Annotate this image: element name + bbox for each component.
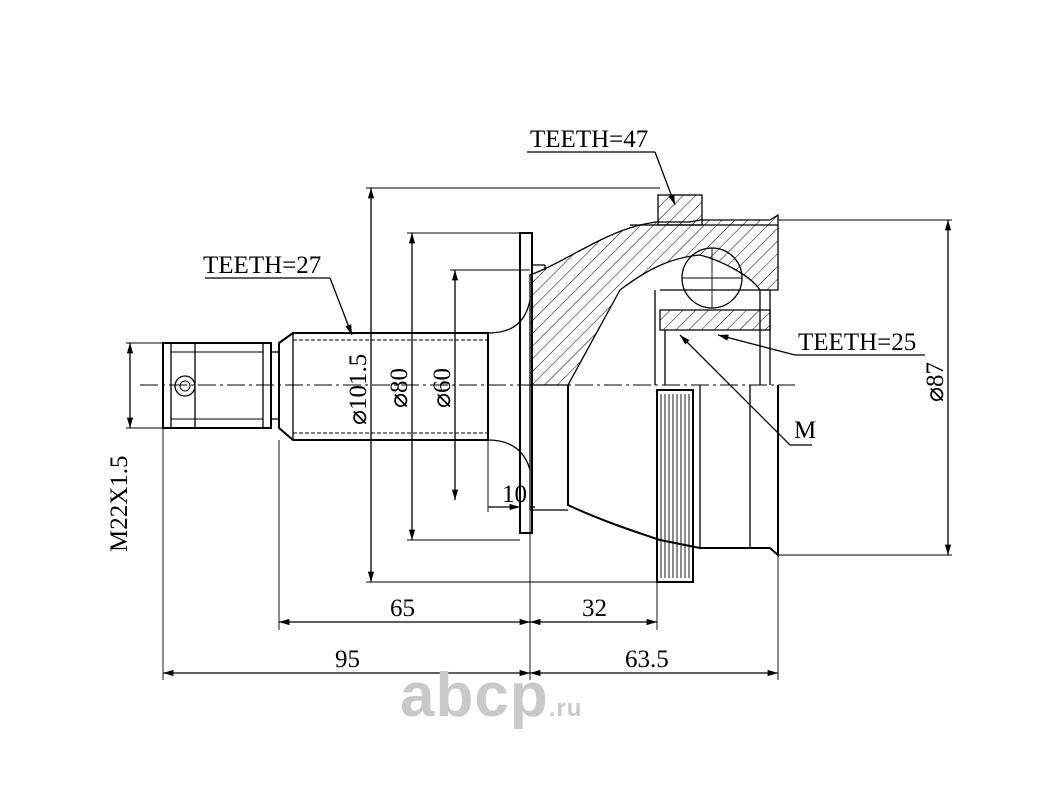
teeth-27-label: TEETH=27 <box>203 252 321 279</box>
inner-joint <box>654 247 771 385</box>
dim-32-label: 32 <box>582 595 607 622</box>
dimension-lines <box>126 187 952 680</box>
outer-housing-section <box>529 194 779 386</box>
abs-ring <box>656 389 694 583</box>
diameter-80-label: ⌀80 <box>386 368 413 408</box>
threaded-end <box>162 342 279 429</box>
outer-body-lower <box>529 385 779 558</box>
dim-10-label: 10 <box>502 481 527 508</box>
leader-lines <box>205 151 925 446</box>
abcp-watermark-logo: abcp.ru <box>400 660 582 731</box>
diameter-87-label: ⌀87 <box>922 362 949 402</box>
watermark-tld: .ru <box>548 695 583 722</box>
thread-size-label: M22X1.5 <box>106 455 133 552</box>
dim-65-label: 65 <box>390 595 415 622</box>
dim-63-5-label: 63.5 <box>625 646 669 673</box>
teeth-25-label: TEETH=25 <box>798 329 916 356</box>
diameter-101-5-label: ⌀101.5 <box>345 354 372 425</box>
flange <box>519 232 546 534</box>
teeth-47-label: TEETH=47 <box>530 126 648 153</box>
watermark-main: abcp <box>400 661 549 730</box>
dim-95-label: 95 <box>335 646 360 673</box>
m-label: M <box>794 417 816 444</box>
diameter-60-label: ⌀60 <box>429 368 456 408</box>
